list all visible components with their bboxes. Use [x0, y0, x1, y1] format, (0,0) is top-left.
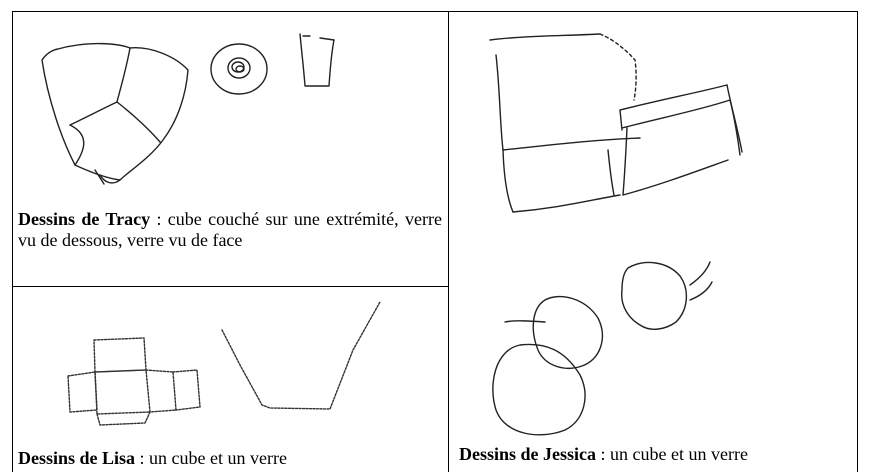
caption-tracy-name: Dessins de Tracy [18, 209, 151, 229]
caption-jessica-description: : un cube et un verre [596, 444, 748, 464]
caption-jessica-name: Dessins de Jessica [459, 444, 597, 464]
caption-jessica: Dessins de Jessica : un cube et un verre [459, 444, 854, 465]
row-divider [12, 286, 449, 287]
caption-lisa-description: : un cube et un verre [135, 448, 287, 468]
column-divider [448, 11, 449, 472]
caption-tracy-description: : cube couché sur une extrémité, verre v… [18, 209, 442, 250]
caption-tracy: Dessins de Tracy : cube couché sur une e… [18, 209, 442, 251]
caption-lisa-name: Dessins de Lisa [18, 448, 136, 468]
caption-lisa: Dessins de Lisa : un cube et un verre [18, 448, 442, 469]
table-border [12, 11, 858, 472]
